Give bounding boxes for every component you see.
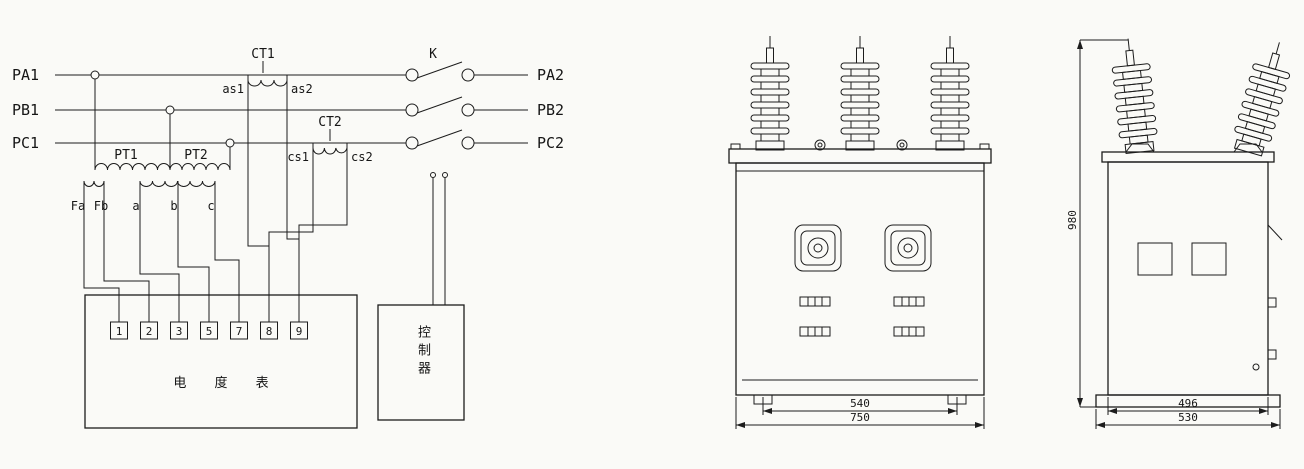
phase-label-pa1: PA1 (12, 66, 39, 84)
phase-junction-terminals (90, 70, 235, 148)
meter-terminal-1: 1 (116, 325, 123, 338)
pt-terminal-fa: Fa (71, 199, 85, 213)
pt-symbols (83, 79, 231, 187)
front-dimensions: 540 750 (735, 397, 985, 429)
front-view: 540 750 (728, 35, 992, 429)
inspection-window-right (884, 224, 932, 272)
controller-cable (430, 172, 448, 305)
front-bushing-right (930, 35, 970, 151)
phase-label-pc1: PC1 (12, 134, 39, 152)
inspection-window-left (794, 224, 842, 272)
switch-k-symbol (405, 61, 475, 150)
ct2-symbol (312, 129, 348, 155)
side-view: 980 496 530 (1066, 36, 1299, 429)
front-bushing-left (750, 35, 790, 151)
ct1-terminal-as1: as1 (222, 82, 244, 96)
side-lid (1101, 151, 1275, 163)
front-dim-inner: 540 (850, 397, 870, 410)
meter-terminal-strip: 1 2 3 5 7 8 9 (110, 321, 308, 340)
wiring-schematic: PA1 PB1 PC1 PA2 PB2 PC2 CT1 as1 as2 CT2 … (12, 47, 564, 429)
pt-terminal-b: b (170, 199, 177, 213)
controller-box (377, 304, 465, 421)
meter-terminal-2: 2 (146, 325, 153, 338)
side-tank (1107, 161, 1269, 396)
lifting-lugs (814, 139, 908, 151)
switch-k-label: K (429, 47, 437, 62)
front-dim-outer: 750 (850, 411, 870, 424)
ct1-symbol (247, 61, 288, 87)
terminal-covers (799, 296, 925, 337)
phase-label-pc2: PC2 (537, 134, 564, 152)
front-tank (735, 162, 985, 396)
secondary-wiring (83, 80, 348, 322)
side-dim-height: 980 (1066, 210, 1079, 230)
side-dimensions: 980 496 530 (1066, 39, 1281, 429)
side-base (1095, 394, 1281, 408)
meter-terminal-8: 8 (266, 325, 273, 338)
ct1-label: CT1 (251, 47, 274, 62)
phase-label-pb1: PB1 (12, 101, 39, 119)
meter-label: 电 度 表 (173, 376, 281, 391)
side-dim-outer: 530 (1178, 411, 1198, 424)
front-lid (728, 148, 992, 164)
ct2-label: CT2 (318, 115, 341, 130)
side-dim-inner: 496 (1178, 397, 1198, 410)
pt1-label: PT1 (114, 148, 137, 163)
controller-label: 控制器 (415, 325, 430, 379)
ct1-terminal-as2: as2 (291, 82, 313, 96)
ct2-terminal-cs2: cs2 (351, 150, 373, 164)
meter-box: 1 2 3 5 7 8 9 (84, 294, 358, 429)
meter-terminal-5: 5 (206, 325, 213, 338)
side-bushing-rear (1229, 36, 1299, 158)
pt-terminal-a: a (132, 199, 139, 213)
phase-label-pa2: PA2 (537, 66, 564, 84)
pt-terminal-fb: Fb (94, 199, 108, 213)
meter-terminal-3: 3 (176, 325, 183, 338)
phase-label-pb2: PB2 (537, 101, 564, 119)
front-bushing-middle (840, 35, 880, 151)
side-panels (1137, 224, 1283, 371)
pt-terminal-c: c (207, 199, 214, 213)
ct2-terminal-cs1: cs1 (287, 150, 309, 164)
side-bushing-front (1108, 36, 1160, 155)
pt2-label: PT2 (184, 148, 207, 163)
meter-terminal-7: 7 (236, 325, 243, 338)
meter-terminal-9: 9 (296, 325, 303, 338)
